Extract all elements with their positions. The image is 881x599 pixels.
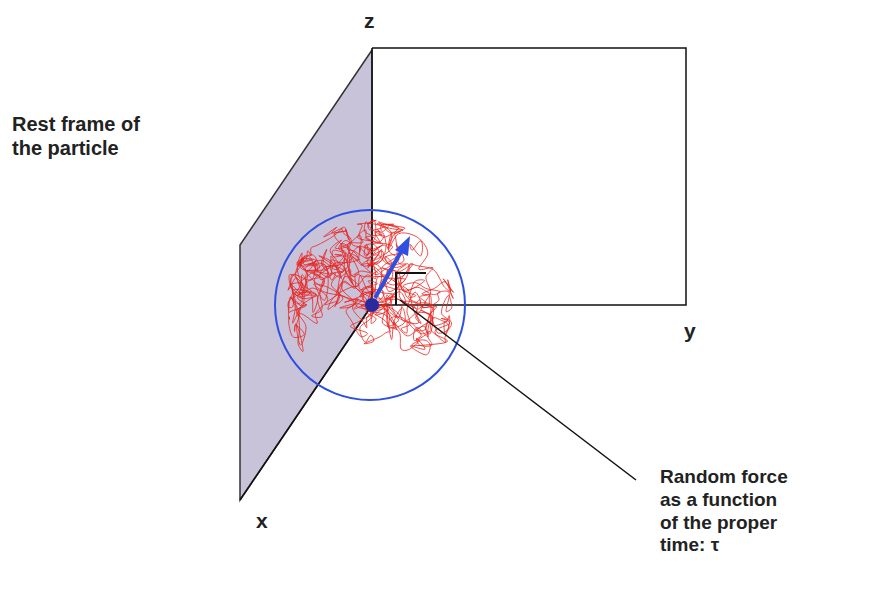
force-arrowhead [395,236,410,256]
z-axis [371,48,373,305]
random-walk-path [288,220,454,355]
axis-label: y [684,318,696,343]
particle [365,298,379,312]
callout-text: Random force as a function of the proper… [660,466,800,557]
leader-line [400,300,636,480]
axis-label: z [364,8,375,33]
random-walk [288,220,454,355]
sphere [275,210,465,400]
x-axis [240,305,372,500]
axis-label: x [256,508,268,533]
frame-caption: Rest frame of the particle [12,112,162,160]
